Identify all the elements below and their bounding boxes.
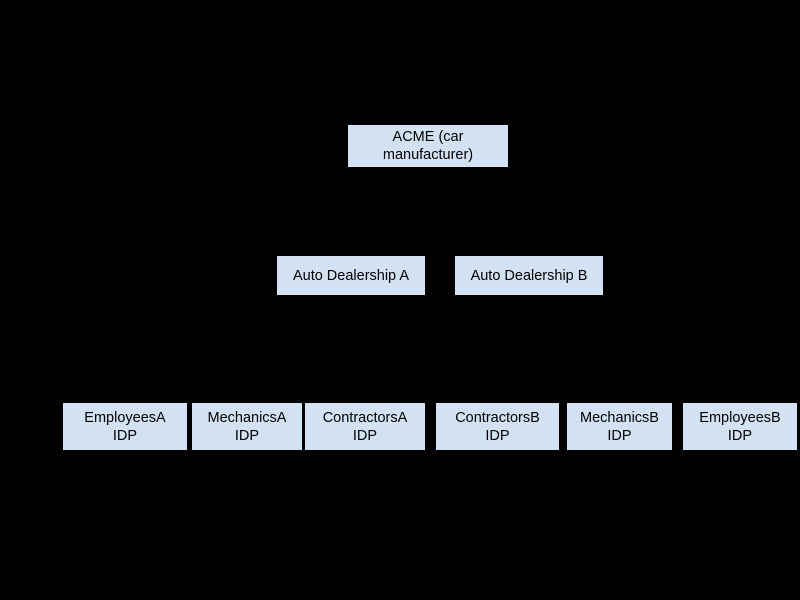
diagram-node-acme[interactable]: ACME (car manufacturer) <box>348 125 508 167</box>
diagram-node-dealership-a[interactable]: Auto Dealership A <box>277 256 425 295</box>
diagram-node-employees-a-idp[interactable]: EmployeesA IDP <box>63 403 187 450</box>
diagram-node-mechanics-a-idp[interactable]: MechanicsA IDP <box>192 403 302 450</box>
diagram-node-employees-b-idp[interactable]: EmployeesB IDP <box>683 403 797 450</box>
diagram-node-contractors-a-idp[interactable]: ContractorsA IDP <box>305 403 425 450</box>
diagram-node-dealership-b[interactable]: Auto Dealership B <box>455 256 603 295</box>
diagram-node-contractors-b-idp[interactable]: ContractorsB IDP <box>436 403 559 450</box>
diagram-node-mechanics-b-idp[interactable]: MechanicsB IDP <box>567 403 672 450</box>
